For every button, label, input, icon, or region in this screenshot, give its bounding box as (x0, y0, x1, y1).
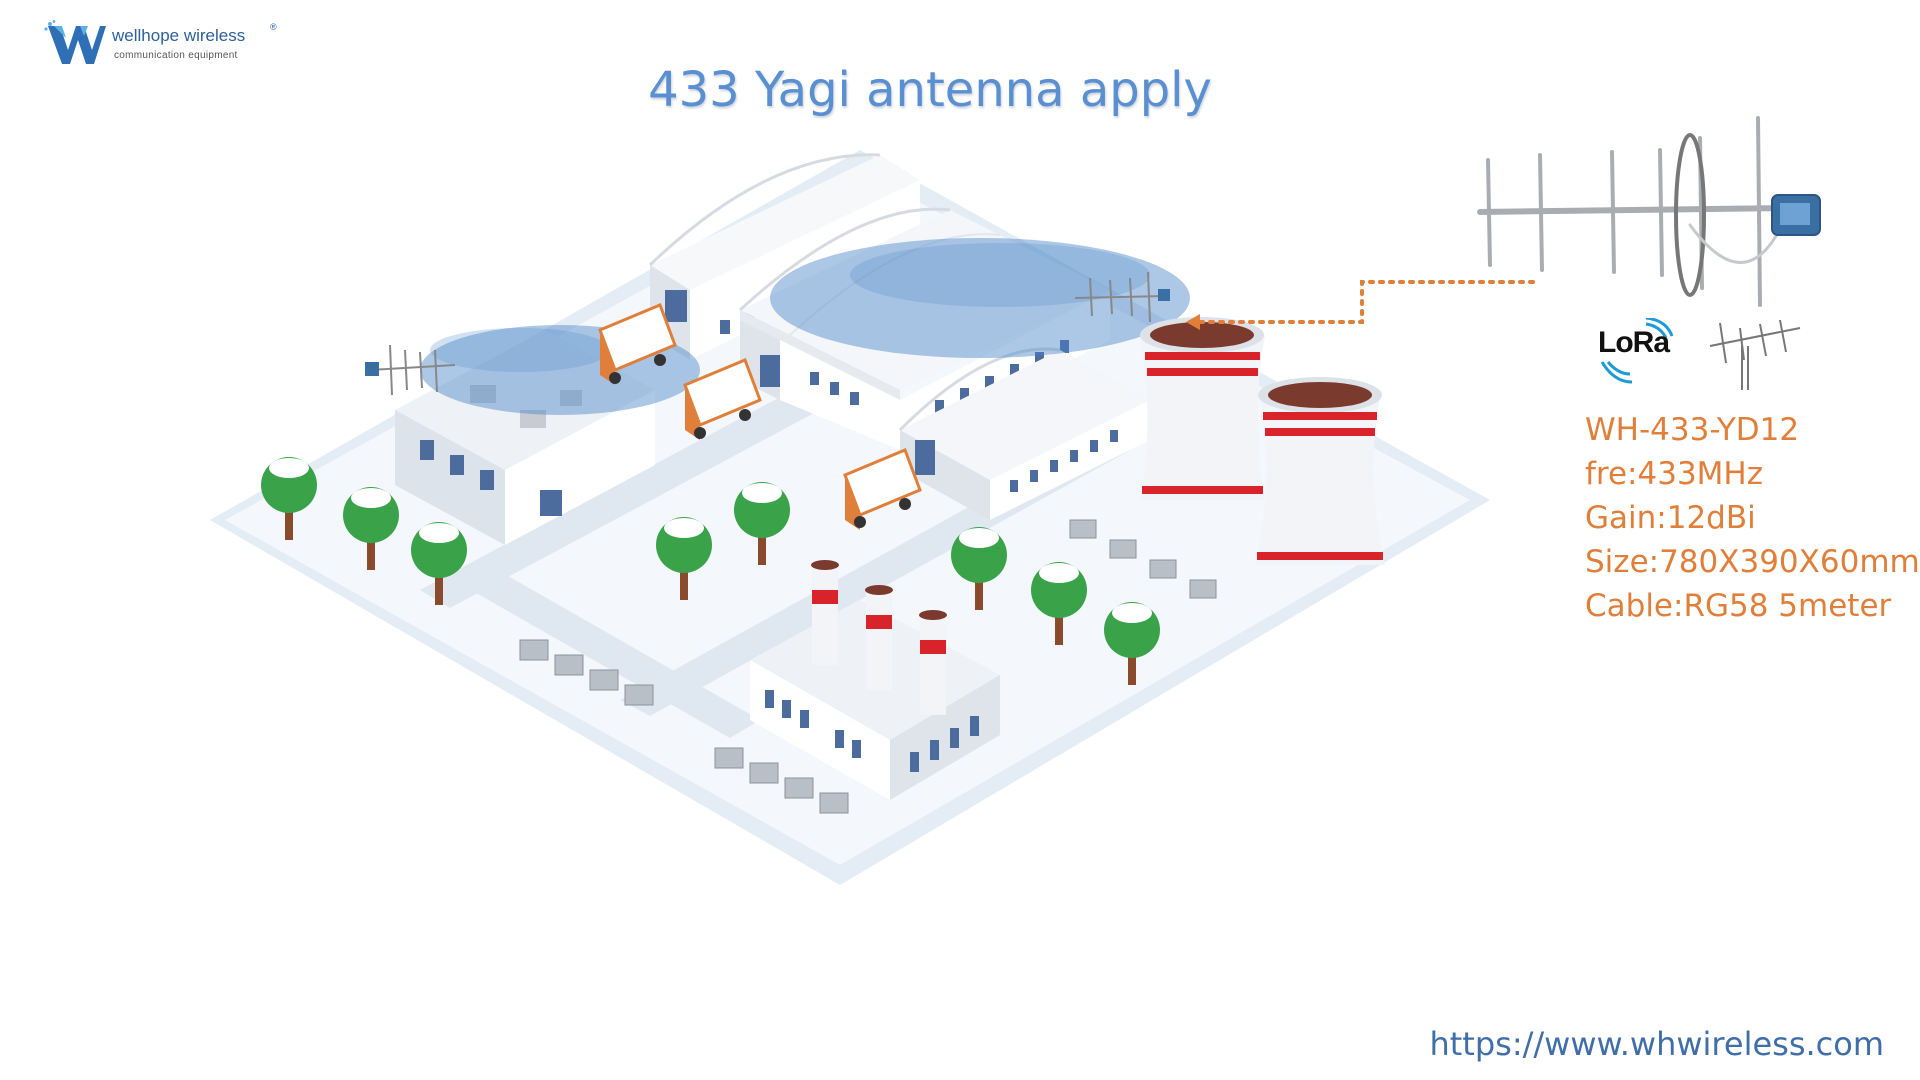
registered-mark: ® (270, 22, 277, 32)
tree (1031, 562, 1087, 645)
scene-antenna-left (365, 344, 456, 396)
chimney (919, 610, 947, 715)
spec-frequency: fre:433MHz (1585, 456, 1763, 492)
website-link[interactable]: https://www.whwireless.com (1429, 1025, 1884, 1063)
brand-logo: wellhope wireless ® communication equipm… (44, 20, 284, 70)
spec-model: WH-433-YD12 (1585, 412, 1800, 448)
cable-line (1188, 280, 1542, 324)
chimney-building (750, 560, 1000, 800)
spec-gain: Gain:12dBi (1585, 500, 1756, 536)
spec-size: Size:780X390X60mm (1585, 544, 1920, 580)
cooling-tower (1255, 377, 1385, 565)
lora-label: LoRa (1598, 326, 1670, 359)
tree (411, 522, 467, 605)
page-title: 433 Yagi antenna apply (648, 62, 1212, 118)
tree (261, 457, 317, 540)
van (843, 448, 922, 530)
brand-name: wellhope wireless (112, 26, 246, 45)
brand-tagline: communication equipment (114, 50, 238, 61)
trees (261, 457, 1160, 685)
yagi-antenna-icon (1477, 116, 1821, 307)
scene-antenna-right (1074, 271, 1170, 323)
tree (1104, 602, 1160, 685)
chimney (811, 560, 839, 665)
lora-signal-icon (1600, 318, 1674, 384)
middle-hangar (738, 207, 1110, 450)
tree (951, 527, 1007, 610)
antenna-specs: WH-433-YD12 fre:433MHz Gain:12dBi Size:7… (1585, 408, 1920, 628)
antenna-outline-icon (1709, 319, 1801, 390)
cooling-tower (1140, 317, 1265, 500)
van (683, 358, 762, 440)
van (598, 303, 677, 385)
spec-cable: Cable:RG58 5meter (1585, 588, 1892, 624)
left-building (395, 330, 655, 545)
tree (343, 487, 399, 570)
tree (656, 517, 712, 600)
hvac-units (519, 519, 1217, 814)
wellhope-logo-icon (44, 20, 106, 64)
chimney (865, 585, 893, 690)
front-hangar (898, 347, 1150, 520)
tree (734, 482, 790, 565)
